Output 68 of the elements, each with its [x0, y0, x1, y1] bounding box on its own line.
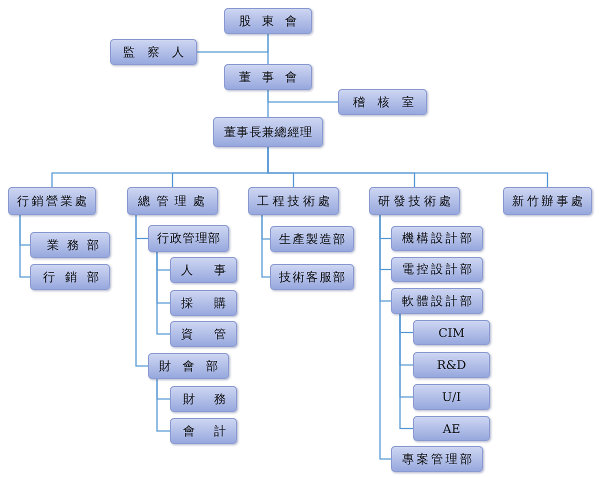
unit-name: 專案管理部	[402, 450, 472, 468]
unit-name: 採購	[181, 294, 226, 312]
org-unit-box	[127, 187, 218, 215]
connector-line	[267, 34, 269, 64]
org-unit-box	[338, 89, 427, 115]
org-unit-box	[224, 8, 312, 34]
unit-name: 技術客服部	[279, 268, 345, 286]
unit-name: 行政管理部	[157, 230, 220, 247]
connector-line	[135, 215, 148, 367]
org-unit-box	[170, 321, 237, 347]
org-unit-box	[413, 352, 490, 378]
org-unit-box	[270, 226, 354, 252]
unit-name: CIM	[437, 326, 466, 340]
unit-name: 行銷營業處	[17, 192, 87, 210]
org-unit-box	[413, 384, 490, 410]
unit-name: AE	[442, 422, 462, 436]
unit-name: 生產製造部	[279, 230, 345, 248]
org-unit-box	[224, 64, 312, 90]
org-unit-box	[391, 226, 483, 251]
unit-name: 研發技術處	[378, 192, 451, 210]
org-unit-box	[170, 386, 237, 412]
unit-name: 董事長兼總經理	[224, 124, 312, 140]
org-unit-box	[213, 117, 323, 147]
unit-name: 新竹辦事處	[512, 192, 583, 210]
unit-name: 業務部	[47, 236, 99, 254]
org-unit-box	[391, 288, 483, 314]
unit-name: 董事會	[239, 68, 297, 86]
unit-name: 電控設計部	[402, 261, 472, 278]
org-unit-box	[30, 232, 110, 258]
unit-name: 會計	[183, 422, 226, 440]
org-unit-box	[8, 187, 96, 215]
unit-name: 機構設計部	[402, 230, 472, 247]
unit-name: U/I	[441, 390, 462, 404]
connector-line	[399, 314, 413, 430]
org-unit-box	[30, 264, 110, 290]
org-unit-box	[413, 320, 490, 345]
org-unit-box	[503, 187, 592, 215]
org-unit-box	[413, 416, 490, 441]
org-unit-box	[148, 225, 229, 252]
unit-name: 總管理處	[138, 192, 205, 210]
unit-name: 資管	[181, 326, 226, 342]
org-unit-box	[148, 353, 229, 379]
unit-name: 財務	[183, 390, 226, 408]
connector-line	[267, 147, 548, 187]
unit-name: 監察人	[123, 44, 184, 60]
connector-line	[379, 215, 391, 460]
unit-name: 軟體設計部	[402, 292, 472, 310]
org-unit-box	[270, 264, 354, 290]
org-unit-box	[391, 257, 483, 282]
org-unit-box	[369, 187, 460, 215]
connector-line	[267, 90, 269, 117]
unit-name: 工程技術處	[257, 192, 330, 210]
org-unit-box	[170, 257, 237, 283]
connector-line	[156, 379, 170, 432]
org-unit-box	[170, 418, 237, 444]
org-unit-box	[391, 446, 483, 472]
unit-name: 稽核室	[353, 94, 414, 110]
unit-name: 人事	[181, 262, 226, 278]
org-unit-box	[110, 39, 197, 65]
unit-name: 股東會	[239, 12, 297, 30]
connector-line	[156, 252, 170, 335]
connector-line	[261, 215, 270, 278]
connector-line	[19, 215, 30, 278]
org-unit-box	[170, 290, 237, 316]
unit-name: 財會部	[159, 358, 218, 374]
unit-name: 行銷部	[43, 268, 99, 286]
org-unit-box	[248, 187, 339, 215]
unit-name: R&D	[436, 358, 468, 372]
